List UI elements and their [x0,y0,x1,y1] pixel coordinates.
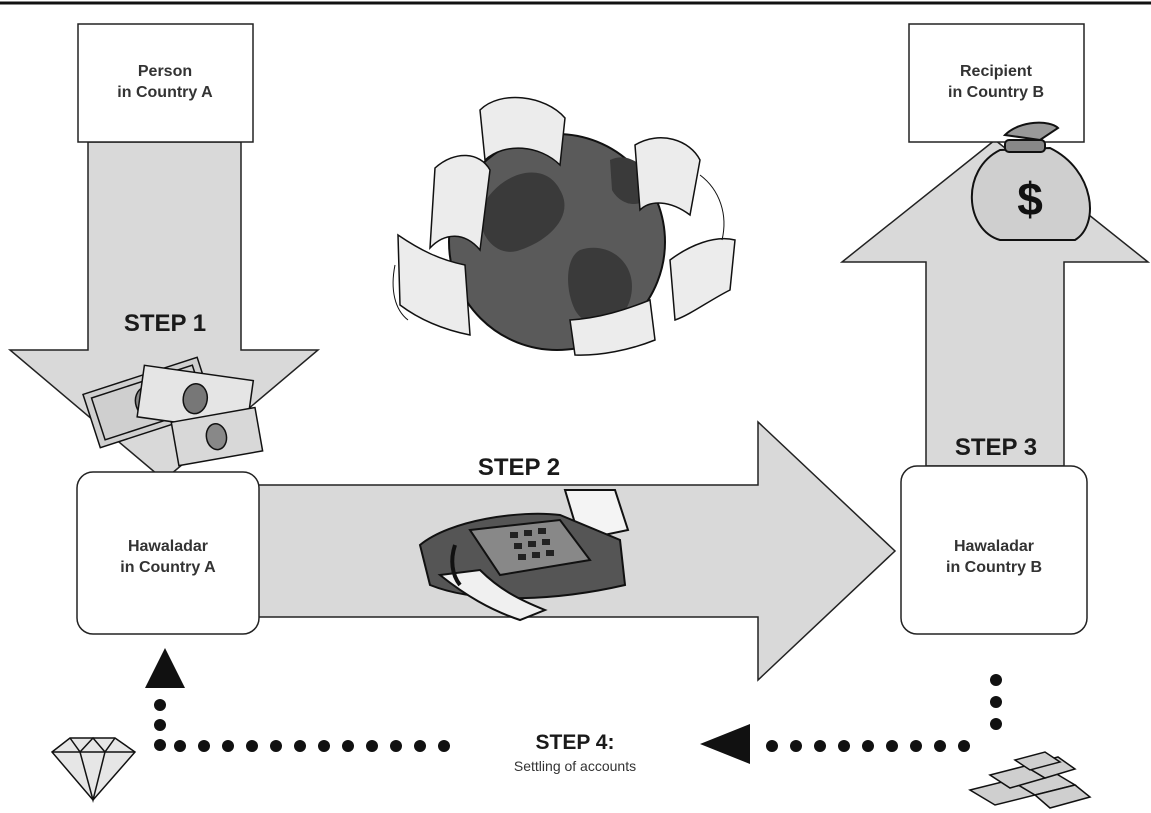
svg-text:$: $ [1017,173,1043,225]
recipient-line1: Recipient [960,63,1033,80]
dot [154,699,166,711]
dot [414,740,426,752]
dot [990,718,1002,730]
dot [154,739,166,751]
money-bag-icon: $ [970,121,1091,241]
dot [318,740,330,752]
dot [294,740,306,752]
recipient-country-b-box: Recipient in Country B [908,23,1085,143]
dot [198,740,210,752]
dot [814,740,826,752]
dot [438,740,450,752]
hawaladar-b-line1: Hawaladar [954,538,1034,555]
hawaladar-country-a-box: Hawaladar in Country A [76,471,260,635]
dot [342,740,354,752]
dot [154,719,166,731]
hawaladar-country-b-box: Hawaladar in Country B [900,465,1088,635]
dot [766,740,778,752]
dot [174,740,186,752]
dot [862,740,874,752]
hawaladar-a-line2: in Country A [120,559,216,576]
dot [270,740,282,752]
gold-bars-icon [968,751,1092,809]
dot [222,740,234,752]
dot [958,740,970,752]
dot [990,674,1002,686]
step4-label: STEP 4: [536,731,615,754]
dot [838,740,850,752]
dollar-bills-icon [82,356,264,467]
recipient-line2: in Country B [948,84,1044,101]
hawaladar-b-line2: in Country B [946,559,1042,576]
fax-machine-icon [418,489,630,622]
step3-label: STEP 3 [955,434,1037,461]
step4-dotted-path [154,674,1002,752]
step4-sublabel: Settling of accounts [514,758,636,774]
step4-left-triangle [700,724,750,764]
diamond-icon [50,736,137,803]
person-line1: Person [138,63,192,80]
person-line2: in Country A [117,84,213,101]
dot [366,740,378,752]
step4-up-triangle [145,648,185,688]
step1-label: STEP 1 [124,310,206,337]
dot [790,740,802,752]
step2-label: STEP 2 [478,454,560,481]
dot [886,740,898,752]
person-country-a-box: Person in Country A [77,23,254,143]
dot [390,740,402,752]
hawaladar-a-line1: Hawaladar [128,538,208,555]
dot [910,740,922,752]
dot [246,740,258,752]
globe-with-currency-icon [392,96,736,356]
dot [934,740,946,752]
dot [990,696,1002,708]
